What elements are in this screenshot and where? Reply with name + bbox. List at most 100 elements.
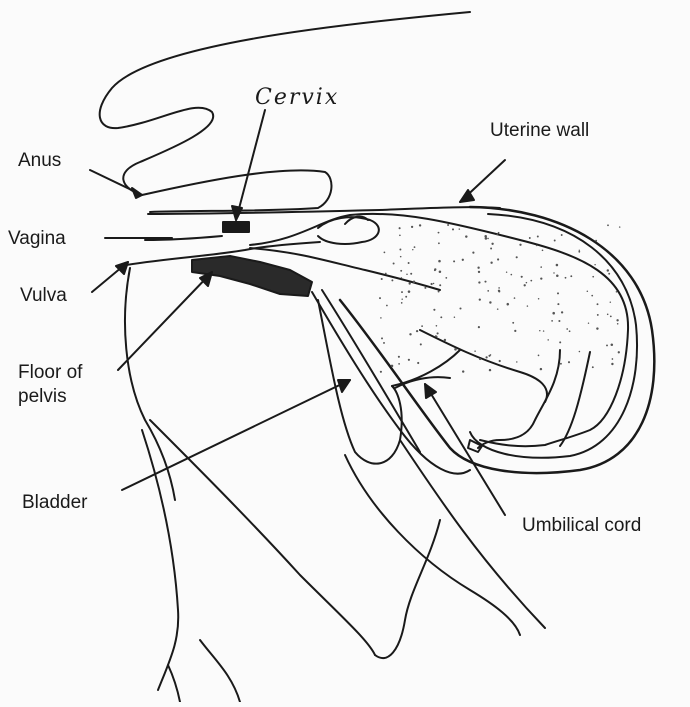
bladder-arrow — [122, 380, 350, 490]
stipple-dot — [405, 296, 407, 298]
stipple-dot — [607, 314, 609, 316]
stipple-dot — [551, 320, 553, 322]
stipple-dot — [507, 303, 510, 306]
stipple-dot — [608, 273, 610, 275]
stipple-dot — [588, 323, 589, 324]
stipple-dot — [391, 279, 393, 281]
stipple-dot — [409, 333, 411, 335]
stipple-dot — [479, 358, 481, 360]
stipple-dot — [440, 316, 442, 318]
stipple-dot — [399, 249, 401, 251]
stipple-dot — [491, 243, 493, 245]
stipple-dot — [547, 339, 549, 341]
stipple-dot — [559, 341, 561, 343]
stipple-dot — [436, 325, 438, 327]
stipple-dot — [618, 351, 620, 353]
stipple-dot — [611, 344, 614, 347]
stipple-dot — [438, 291, 440, 293]
stipple-dot — [529, 237, 531, 239]
stipple-dot — [514, 330, 516, 332]
stipple-dot — [596, 327, 598, 329]
stipple-dot — [511, 274, 513, 276]
stipple-dot — [439, 270, 442, 273]
label-anus: Anus — [18, 150, 61, 172]
stipple-dot — [506, 271, 507, 272]
stipple-dot — [438, 242, 440, 244]
stipple-dot — [579, 351, 581, 353]
stipple-dot — [412, 249, 413, 250]
calf-stipple — [379, 224, 620, 373]
floor-line-2 — [322, 290, 420, 452]
floor-line — [312, 292, 470, 474]
stipple-dot — [578, 251, 580, 253]
stipple-dot — [617, 323, 619, 325]
stipple-dot — [537, 236, 539, 238]
stipple-dot — [421, 325, 423, 327]
stipple-dot — [398, 363, 400, 365]
stipple-dot — [566, 328, 568, 330]
stipple-dot — [489, 301, 491, 303]
udder-contour — [168, 665, 180, 702]
label-cervix: Cervix — [255, 85, 339, 110]
stipple-dot — [410, 273, 412, 275]
stipple-dot — [552, 312, 555, 315]
stipple-dot — [497, 258, 499, 260]
stipple-dot — [462, 370, 464, 372]
stipple-dot — [587, 290, 589, 292]
stipple-dot — [579, 250, 580, 251]
stipple-dot — [543, 330, 544, 331]
stipple-dot — [474, 350, 476, 352]
stipple-dot — [542, 249, 544, 251]
stipple-dot — [612, 358, 614, 360]
label-floor-of-pelvis-2: pelvis — [18, 386, 67, 408]
stipple-dot — [459, 228, 460, 229]
stipple-dot — [553, 272, 554, 273]
stipple-dot — [477, 267, 479, 269]
stipple-dot — [606, 344, 608, 346]
stipple-dot — [454, 348, 457, 351]
stipple-dot — [526, 282, 528, 284]
stipple-dot — [540, 266, 542, 268]
stipple-dot — [611, 363, 613, 365]
stipple-dot — [380, 317, 382, 319]
stipple-dot — [424, 287, 426, 289]
stipple-dot — [409, 282, 411, 284]
stipple-dot — [498, 290, 500, 292]
stipple-dot — [411, 226, 413, 228]
stipple-dot — [565, 277, 567, 279]
stipple-dot — [490, 354, 492, 356]
stipple-dot — [401, 291, 403, 293]
stipple-dot — [478, 281, 480, 283]
stipple-dot — [516, 361, 517, 362]
stipple-dot — [398, 356, 400, 358]
stipple-dot — [485, 356, 487, 358]
stipple-dot — [487, 238, 488, 239]
stipple-dot — [447, 224, 449, 226]
label-uterine-wall: Uterine wall — [490, 120, 589, 142]
stipple-dot — [607, 269, 609, 271]
stipple-dot — [512, 322, 514, 324]
stipple-dot — [444, 339, 446, 341]
stipple-dot — [496, 234, 498, 236]
stipple-dot — [490, 248, 492, 250]
stipple-dot — [381, 278, 383, 280]
body-left-contour — [125, 268, 175, 500]
stipple-dot — [591, 295, 593, 297]
anus-outline — [142, 170, 331, 212]
stipple-dot — [610, 301, 611, 302]
stipple-dot — [569, 330, 571, 332]
stipple-dot — [401, 302, 403, 304]
stipple-dot — [465, 235, 467, 237]
stipple-dot — [558, 320, 560, 322]
stipple-dot — [408, 359, 410, 361]
calf-hock — [392, 350, 460, 386]
stipple-dot — [592, 366, 594, 368]
stipple-dot — [399, 227, 401, 229]
leg-contour-2 — [142, 430, 178, 690]
stipple-dot — [452, 228, 454, 230]
stipple-dot — [521, 276, 523, 278]
stipple-dot — [379, 297, 381, 299]
uterine-wall — [340, 207, 654, 473]
